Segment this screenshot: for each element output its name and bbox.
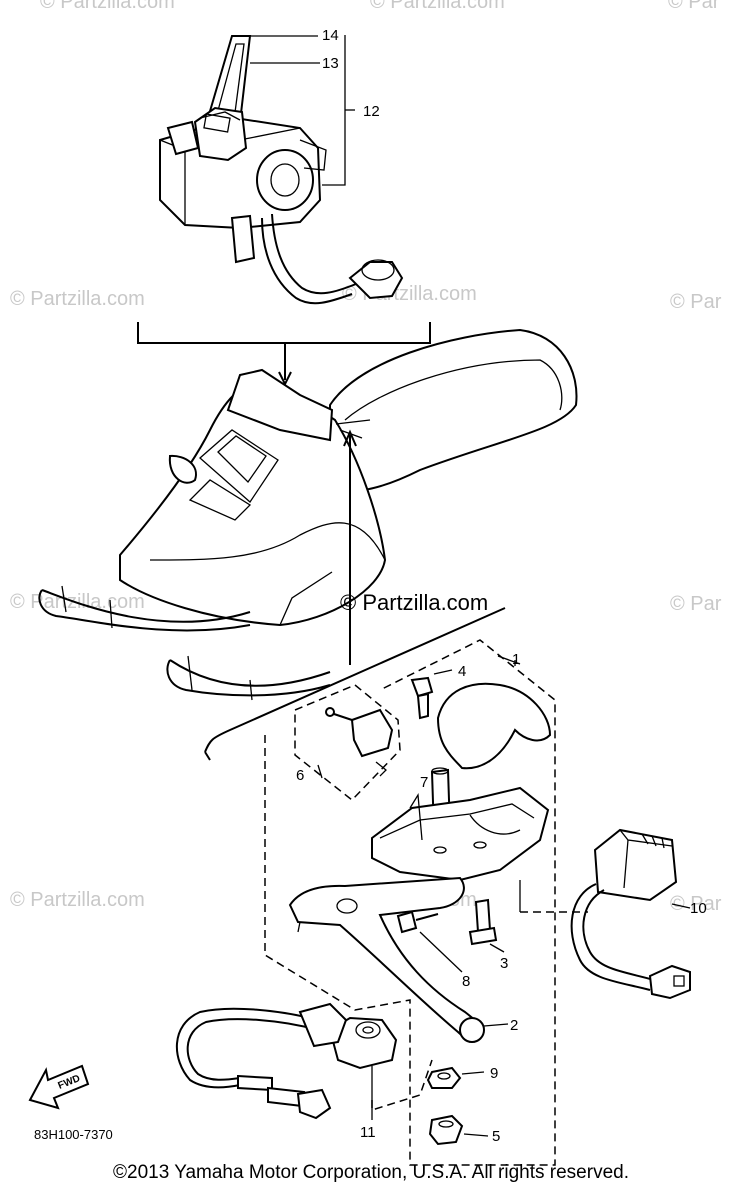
part-8-screw [396, 910, 439, 934]
lower-lever-assembly [264, 639, 556, 1166]
callout-9: 9 [490, 1065, 498, 1082]
callout-5: 5 [492, 1128, 500, 1145]
part-2-lever [288, 876, 485, 1043]
upper-switch-assembly [159, 35, 404, 305]
part-10-switch [570, 828, 691, 1000]
copyright-notice: ©2013 Yamaha Motor Corporation, U.S.A. A… [113, 1162, 629, 1183]
fwd-arrow-icon: FWD [28, 1064, 90, 1110]
callout-4: 4 [458, 663, 466, 680]
watermark-row2-right: © Par [670, 291, 722, 313]
watermark-row4-left: © Partzilla.com [10, 889, 145, 911]
lever-cover [436, 682, 552, 770]
watermark-row2-left: © Partzilla.com [10, 288, 145, 310]
part-5-nut [428, 1114, 464, 1146]
diagram-code: 83H100-7370 [34, 1127, 113, 1142]
callout-14: 14 [322, 27, 339, 44]
watermark-top-mid: © Partzilla.com [370, 0, 505, 13]
part-6-bracket [325, 707, 394, 777]
callout-13: 13 [322, 55, 339, 72]
callout-1: 1 [512, 651, 520, 668]
callout-leaders-top [232, 35, 355, 186]
part-11-switch [176, 1002, 398, 1120]
watermark-center: © Partzilla.com [340, 590, 488, 615]
watermark-top-left: © Partzilla.com [40, 0, 175, 13]
callout-8: 8 [462, 973, 470, 990]
callout-10: 10 [690, 900, 707, 917]
watermark-row3-right: © Par [670, 593, 722, 615]
callout-6: 6 [296, 767, 304, 784]
callout-2: 2 [510, 1017, 518, 1034]
callout-7: 7 [420, 774, 428, 791]
part-3-bolt [468, 898, 498, 946]
lever-housing [371, 786, 550, 882]
watermark-row4-right: © Par [670, 893, 722, 915]
bracket-diagonal [204, 607, 506, 753]
callout-11: 11 [360, 1124, 376, 1141]
part-4-bolt [410, 676, 434, 720]
callout-3: 3 [500, 955, 508, 972]
bracket-upper [137, 322, 431, 344]
part-9-washer [426, 1066, 462, 1089]
snowmobile-illustration [38, 328, 578, 701]
watermark-top-right: © Par [668, 0, 720, 13]
callout-12: 12 [363, 103, 380, 120]
